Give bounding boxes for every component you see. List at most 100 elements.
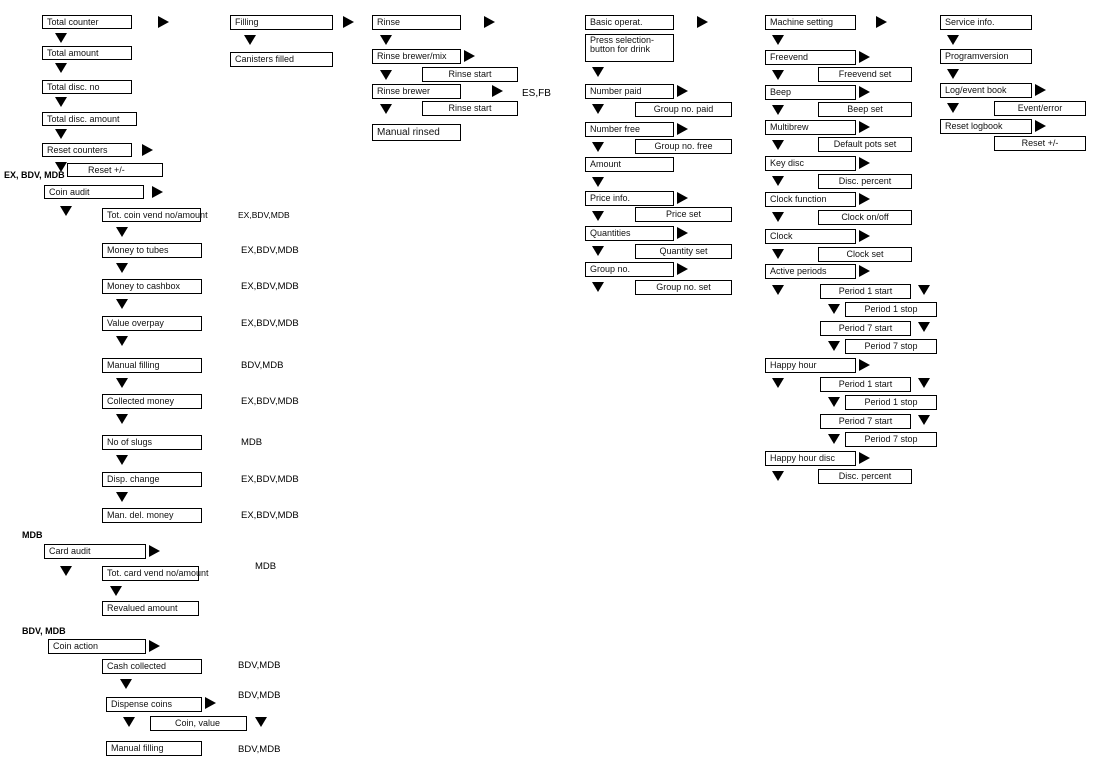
manual-filling-label: Manual filling	[107, 360, 160, 370]
reset-pm-2-box[interactable]: Reset +/-	[994, 136, 1086, 151]
price-set-box[interactable]: Price set	[635, 207, 732, 222]
value-overpay-box[interactable]: Value overpay	[102, 316, 202, 331]
canisters-filled-box[interactable]: Canisters filled	[230, 52, 333, 67]
event-error-box[interactable]: Event/error	[994, 101, 1086, 116]
arrow-down-icon	[772, 285, 784, 295]
no-of-slugs-box[interactable]: No of slugs	[102, 435, 202, 450]
dispense-coins-box[interactable]: Dispense coins	[106, 697, 202, 712]
number-paid-box[interactable]: Number paid	[585, 84, 674, 99]
arrow-down-icon	[55, 162, 67, 172]
coin-value-box[interactable]: Coin, value	[150, 716, 247, 731]
freevend-box[interactable]: Freevend	[765, 50, 856, 65]
basic-operat-box[interactable]: Basic operat.	[585, 15, 674, 30]
arrow-down-icon	[828, 434, 840, 444]
arrow-down-icon	[244, 35, 256, 45]
group-no-set-box[interactable]: Group no. set	[635, 280, 732, 295]
rinse-start-2-box[interactable]: Rinse start	[422, 101, 518, 116]
ap-period-1-start-box[interactable]: Period 1 start	[820, 284, 911, 299]
coin-action-box[interactable]: Coin action	[48, 639, 146, 654]
group-no-free-box[interactable]: Group no. free	[635, 139, 732, 154]
reset-pm-box[interactable]: Reset +/-	[67, 163, 163, 177]
total-disc-no-box[interactable]: Total disc. no	[42, 80, 132, 94]
active-periods-box[interactable]: Active periods	[765, 264, 856, 279]
price-set-label: Price set	[665, 209, 701, 219]
arrow-right-icon	[149, 640, 160, 652]
service-info-box[interactable]: Service info.	[940, 15, 1032, 30]
filling-box[interactable]: Filling	[230, 15, 333, 30]
clock-function-box[interactable]: Clock function	[765, 192, 856, 207]
ap-period-1-stop-box[interactable]: Period 1 stop	[845, 302, 937, 317]
hh-period-1-start-box[interactable]: Period 1 start	[820, 377, 911, 392]
price-info-box[interactable]: Price info.	[585, 191, 674, 206]
rinse-start-1-box[interactable]: Rinse start	[422, 67, 518, 82]
program-version-box[interactable]: Programversion	[940, 49, 1032, 64]
reset-counters-box[interactable]: Reset counters	[42, 143, 132, 157]
arrow-down-icon	[947, 103, 959, 113]
hh-period-7-start-box[interactable]: Period 7 start	[820, 414, 911, 429]
quantities-box[interactable]: Quantities	[585, 226, 674, 241]
arrow-down-icon	[592, 67, 604, 77]
total-amount-box[interactable]: Total amount	[42, 46, 132, 60]
value-overpay-systems: EX,BDV,MDB	[241, 318, 299, 329]
tot-card-vend-box[interactable]: Tot. card vend no/amount	[102, 566, 209, 581]
total-disc-amount-label: Total disc. amount	[47, 114, 120, 124]
total-disc-amount-box[interactable]: Total disc. amount	[42, 112, 137, 126]
manual-rinsed-label: Manual rinsed	[377, 127, 440, 138]
clock-set-box[interactable]: Clock set	[818, 247, 912, 262]
happy-hour-box[interactable]: Happy hour	[765, 358, 856, 373]
number-free-box[interactable]: Number free	[585, 122, 674, 137]
collected-money-box[interactable]: Collected money	[102, 394, 202, 409]
total-counter-box[interactable]: Total counter	[42, 15, 132, 29]
quantity-set-box[interactable]: Quantity set	[635, 244, 732, 259]
rinse-brewer-mix-box[interactable]: Rinse brewer/mix	[372, 49, 461, 64]
beep-set-box[interactable]: Beep set	[818, 102, 912, 117]
collected-money-label: Collected money	[107, 396, 175, 406]
press-selection-box[interactable]: Press selection- button for drink	[585, 34, 674, 62]
freevend-set-box[interactable]: Freevend set	[818, 67, 912, 82]
money-to-cashbox-box[interactable]: Money to cashbox	[102, 279, 202, 294]
log-event-book-box[interactable]: Log/event book	[940, 83, 1032, 98]
ap-period-7-stop-label: Period 7 stop	[864, 341, 918, 351]
manual-rinsed-box[interactable]: Manual rinsed	[372, 124, 461, 141]
arrow-down-icon	[918, 285, 930, 295]
clock-box[interactable]: Clock	[765, 229, 856, 244]
key-disc-label: Key disc	[770, 158, 805, 168]
disp-change-box[interactable]: Disp. change	[102, 472, 202, 487]
arrow-down-icon	[772, 105, 784, 115]
freevend-set-label: Freevend set	[838, 69, 892, 79]
manual-filling-box[interactable]: Manual filling	[102, 358, 202, 373]
coin-audit-box[interactable]: Coin audit	[44, 185, 144, 199]
hh-period-1-stop-box[interactable]: Period 1 stop	[845, 395, 937, 410]
amount-box[interactable]: Amount	[585, 157, 674, 172]
cash-collected-box[interactable]: Cash collected	[102, 659, 202, 674]
key-disc-box[interactable]: Key disc	[765, 156, 856, 171]
disc-percent-2-box[interactable]: Disc. percent	[818, 469, 912, 484]
arrow-down-icon	[123, 717, 135, 727]
happy-hour-disc-box[interactable]: Happy hour disc	[765, 451, 856, 466]
beep-box[interactable]: Beep	[765, 85, 856, 100]
arrow-down-icon	[110, 586, 122, 596]
rinse-brewer-box[interactable]: Rinse brewer	[372, 84, 461, 99]
rinse-box[interactable]: Rinse	[372, 15, 461, 30]
group-no-box[interactable]: Group no.	[585, 262, 674, 277]
tot-coin-vend-box[interactable]: Tot. coin vend no/amount	[102, 208, 208, 222]
freevend-label: Freevend	[770, 52, 809, 62]
card-audit-box[interactable]: Card audit	[44, 544, 146, 559]
amount-label: Amount	[590, 159, 622, 169]
manual-filling-2-box[interactable]: Manual filling	[106, 741, 202, 756]
reset-logbook-box[interactable]: Reset logbook	[940, 119, 1032, 134]
machine-setting-box[interactable]: Machine setting	[765, 15, 856, 30]
press-selection-line-2: button for drink	[590, 44, 651, 54]
ap-period-7-start-box[interactable]: Period 7 start	[820, 321, 911, 336]
ap-period-7-stop-box[interactable]: Period 7 stop	[845, 339, 937, 354]
group-no-paid-box[interactable]: Group no. paid	[635, 102, 732, 117]
hh-period-7-stop-box[interactable]: Period 7 stop	[845, 432, 937, 447]
total-disc-no-label: Total disc. no	[47, 82, 100, 92]
money-to-tubes-box[interactable]: Money to tubes	[102, 243, 202, 258]
disc-percent-1-box[interactable]: Disc. percent	[818, 174, 912, 189]
clock-on-off-box[interactable]: Clock on/off	[818, 210, 912, 225]
man-del-money-box[interactable]: Man. del. money	[102, 508, 202, 523]
default-pots-set-box[interactable]: Default pots set	[818, 137, 912, 152]
revalued-amount-box[interactable]: Revalued amount	[102, 601, 199, 616]
multibrew-box[interactable]: Multibrew	[765, 120, 856, 135]
